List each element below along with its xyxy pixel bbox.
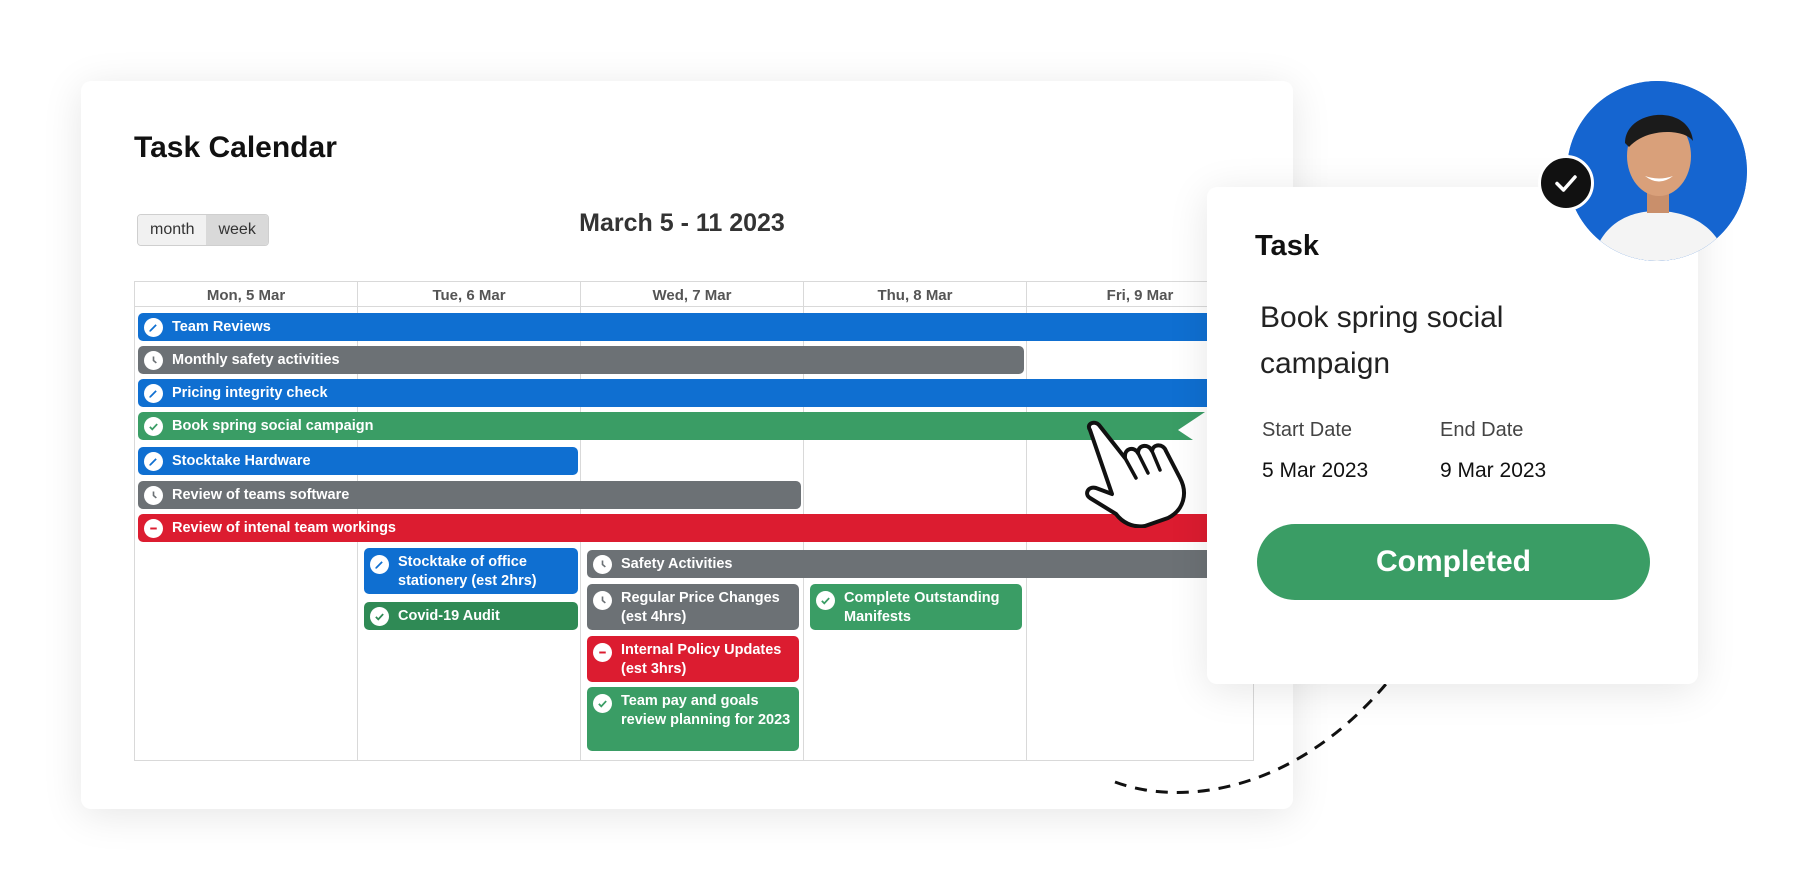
event-label: Safety Activities (621, 556, 733, 572)
event-stocktake-stationery[interactable]: Stocktake of office stationery (est 2hrs… (364, 548, 578, 594)
event-monthly-safety[interactable]: Monthly safety activities (138, 346, 1024, 374)
event-internal-policy-updates[interactable]: Internal Policy Updates (est 3hrs) (587, 636, 799, 682)
event-label: Complete Outstanding Manifests (844, 590, 1000, 625)
date-range-label: March 5 - 11 2023 (81, 209, 1283, 238)
day-header: Fri, 9 Mar (1027, 282, 1253, 307)
event-label: Stocktake Hardware (172, 453, 311, 469)
task-popup: Task Book spring social campaign Start D… (1207, 187, 1698, 684)
check-icon (144, 417, 163, 436)
view-toggle: month week (137, 214, 269, 246)
event-label: Review of intenal team workings (172, 520, 396, 536)
event-label: Stocktake of office stationery (est 2hrs… (398, 554, 537, 589)
clock-icon (144, 486, 163, 505)
event-label: Team pay and goals review planning for 2… (621, 693, 791, 728)
month-view-button[interactable]: month (138, 215, 207, 245)
event-covid-audit[interactable]: Covid-19 Audit (364, 602, 578, 630)
start-date-label: Start Date (1262, 419, 1353, 441)
event-book-spring-social[interactable]: Book spring social campaign (138, 412, 1250, 440)
clock-icon (593, 591, 612, 610)
start-date-value: 5 Mar 2023 (1262, 459, 1369, 482)
event-pricing-integrity[interactable]: Pricing integrity check (138, 379, 1250, 407)
event-regular-price-changes[interactable]: Regular Price Changes (est 4hrs) (587, 584, 799, 630)
check-icon (816, 591, 835, 610)
pencil-icon (144, 318, 163, 337)
calendar-card: Task Calendar month week March 5 - 11 20… (81, 81, 1293, 809)
event-label: Regular Price Changes (est 4hrs) (621, 590, 780, 625)
week-view-button[interactable]: week (206, 215, 268, 245)
popup-pointer (1178, 410, 1208, 450)
event-complete-manifests[interactable]: Complete Outstanding Manifests (810, 584, 1022, 630)
date-range-text: March 5 - 11 2023 (579, 209, 785, 237)
check-icon (1538, 155, 1594, 211)
day-header: Wed, 7 Mar (581, 282, 803, 307)
event-label: Covid-19 Audit (398, 608, 500, 624)
event-label: Team Reviews (172, 319, 271, 335)
end-date-value: 9 Mar 2023 (1440, 459, 1547, 482)
event-label: Pricing integrity check (172, 385, 328, 401)
event-team-reviews[interactable]: Team Reviews (138, 313, 1250, 341)
day-header: Tue, 6 Mar (358, 282, 580, 307)
hand-pointer-icon (1085, 420, 1186, 528)
pencil-icon (144, 452, 163, 471)
clock-icon (144, 351, 163, 370)
task-heading: Task (1255, 230, 1319, 262)
event-label: Internal Policy Updates (est 3hrs) (621, 642, 782, 677)
event-safety-activities[interactable]: Safety Activities (587, 550, 1250, 578)
event-review-internal-workings[interactable]: Review of intenal team workings (138, 514, 1250, 542)
task-name: Book spring social campaign (1260, 301, 1504, 380)
page-title: Task Calendar (134, 131, 337, 164)
event-stocktake-hardware[interactable]: Stocktake Hardware (138, 447, 578, 475)
event-label: Review of teams software (172, 487, 350, 503)
check-icon (370, 607, 389, 626)
check-icon (593, 694, 612, 713)
completed-button[interactable]: Completed (1257, 524, 1650, 600)
clock-icon (593, 555, 612, 574)
event-review-teams-software[interactable]: Review of teams software (138, 481, 801, 509)
pencil-icon (370, 555, 389, 574)
event-label: Book spring social campaign (172, 418, 374, 434)
event-label: Monthly safety activities (172, 352, 340, 368)
minus-icon (593, 643, 612, 662)
event-team-pay-goals[interactable]: Team pay and goals review planning for 2… (587, 687, 799, 751)
day-header: Thu, 8 Mar (804, 282, 1026, 307)
user-avatar (1567, 81, 1747, 261)
day-header: Mon, 5 Mar (135, 282, 357, 307)
week-grid: Mon, 5 Mar Tue, 6 Mar Wed, 7 Mar Thu, 8 … (134, 281, 1254, 761)
end-date-label: End Date (1440, 419, 1524, 441)
pencil-icon (144, 384, 163, 403)
day-column-fri: Fri, 9 Mar (1027, 282, 1253, 760)
minus-icon (144, 519, 163, 538)
